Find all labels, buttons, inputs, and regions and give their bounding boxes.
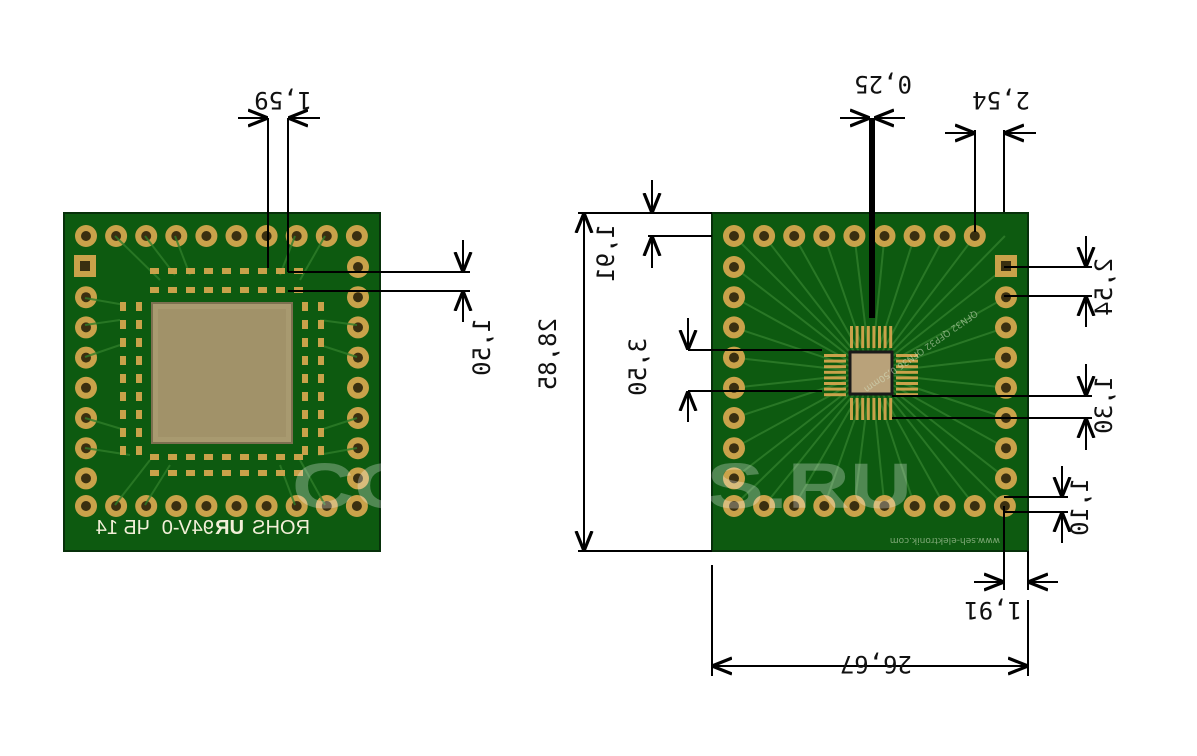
pad (723, 437, 745, 460)
pad (873, 225, 896, 247)
pad (75, 316, 97, 339)
watermark-text: CONTACTS.RU (292, 450, 912, 522)
pad (75, 467, 97, 490)
pad (963, 225, 986, 247)
pad (195, 495, 218, 517)
pad (105, 495, 128, 517)
pad (75, 225, 97, 247)
pad (345, 495, 368, 517)
date-code-text: ЧБ 14 (96, 517, 150, 539)
left-board-thermal-pad-shade (158, 309, 286, 437)
pad (843, 225, 866, 247)
pad (723, 256, 745, 278)
pad (347, 467, 369, 490)
pad (903, 495, 926, 517)
dim-left-span: 3,50 (624, 338, 652, 396)
pad (783, 225, 806, 247)
dim-left-pad-pitch: 1,50 (468, 318, 496, 376)
pad (347, 316, 369, 339)
pad (195, 225, 218, 247)
pad (723, 495, 745, 517)
dim-board-width: 26,67 (840, 650, 912, 678)
pad (783, 495, 806, 517)
silk-url-text: www.seh-elektronik.com (890, 535, 1000, 545)
pad (75, 376, 97, 399)
pad (225, 495, 248, 517)
pad (255, 225, 278, 247)
pad (255, 495, 278, 517)
dim-board-height: 28,85 (534, 318, 562, 390)
left-board-dimensions (238, 118, 470, 322)
pad (995, 467, 1017, 490)
dim-left-pad-width: 1,59 (254, 86, 312, 114)
pad (347, 346, 369, 369)
pad (873, 495, 896, 517)
left-board-marking: ROHS UR 94V-0 ЧБ 14 (96, 517, 310, 539)
pad (933, 495, 956, 517)
left-board-bottom-pads (75, 495, 368, 517)
pad (995, 316, 1017, 339)
right-board-dimensions (578, 118, 1092, 676)
rohs-text: ROHS (252, 517, 310, 539)
pad (165, 225, 188, 247)
pad (75, 495, 97, 517)
dim-right-mid-pitch: 1,30 (1090, 376, 1118, 434)
pad (347, 407, 369, 429)
qfn-footprint (824, 326, 918, 420)
pad (165, 495, 188, 517)
pad (723, 286, 745, 309)
pad (347, 286, 369, 309)
ul-logo-text: UR (215, 517, 244, 539)
pad (843, 495, 866, 517)
pad (723, 316, 745, 339)
pad (347, 376, 369, 399)
pad (347, 437, 369, 460)
right-board-top-pads (723, 225, 986, 247)
pad (225, 225, 248, 247)
pad (347, 256, 369, 278)
pad (135, 495, 158, 517)
pad (995, 346, 1017, 369)
left-board-pin1-hole (80, 261, 90, 271)
pad (995, 286, 1017, 309)
pad (933, 225, 956, 247)
ul-rating-text: 94V-0 (162, 517, 214, 539)
left-board-inner-pads (120, 268, 324, 476)
pad (723, 225, 745, 247)
dim-top-pin-pitch: 2,54 (972, 86, 1030, 114)
dim-center-pad-width: 0,25 (854, 70, 912, 98)
dim-right-bottom-pitch: 1,10 (1066, 478, 1094, 536)
pad (995, 437, 1017, 460)
dim-bottom-edge-offset: 1,91 (964, 596, 1022, 624)
right-board-left-pads (723, 256, 745, 490)
pad (963, 495, 986, 517)
pad (723, 376, 745, 399)
pad (723, 467, 745, 490)
pad (813, 225, 836, 247)
pad (813, 495, 836, 517)
pad (315, 225, 338, 247)
right-board-right-pads (995, 286, 1017, 490)
dim-top-left-offset: 1,91 (592, 224, 620, 282)
qfn-center-pad (848, 350, 894, 396)
pad (723, 407, 745, 429)
pad (995, 376, 1017, 399)
pad (753, 225, 776, 247)
pad (345, 225, 368, 247)
pad (903, 225, 926, 247)
pad (723, 346, 745, 369)
pad (753, 495, 776, 517)
dim-right-pad-pitch: 2,54 (1090, 258, 1118, 316)
